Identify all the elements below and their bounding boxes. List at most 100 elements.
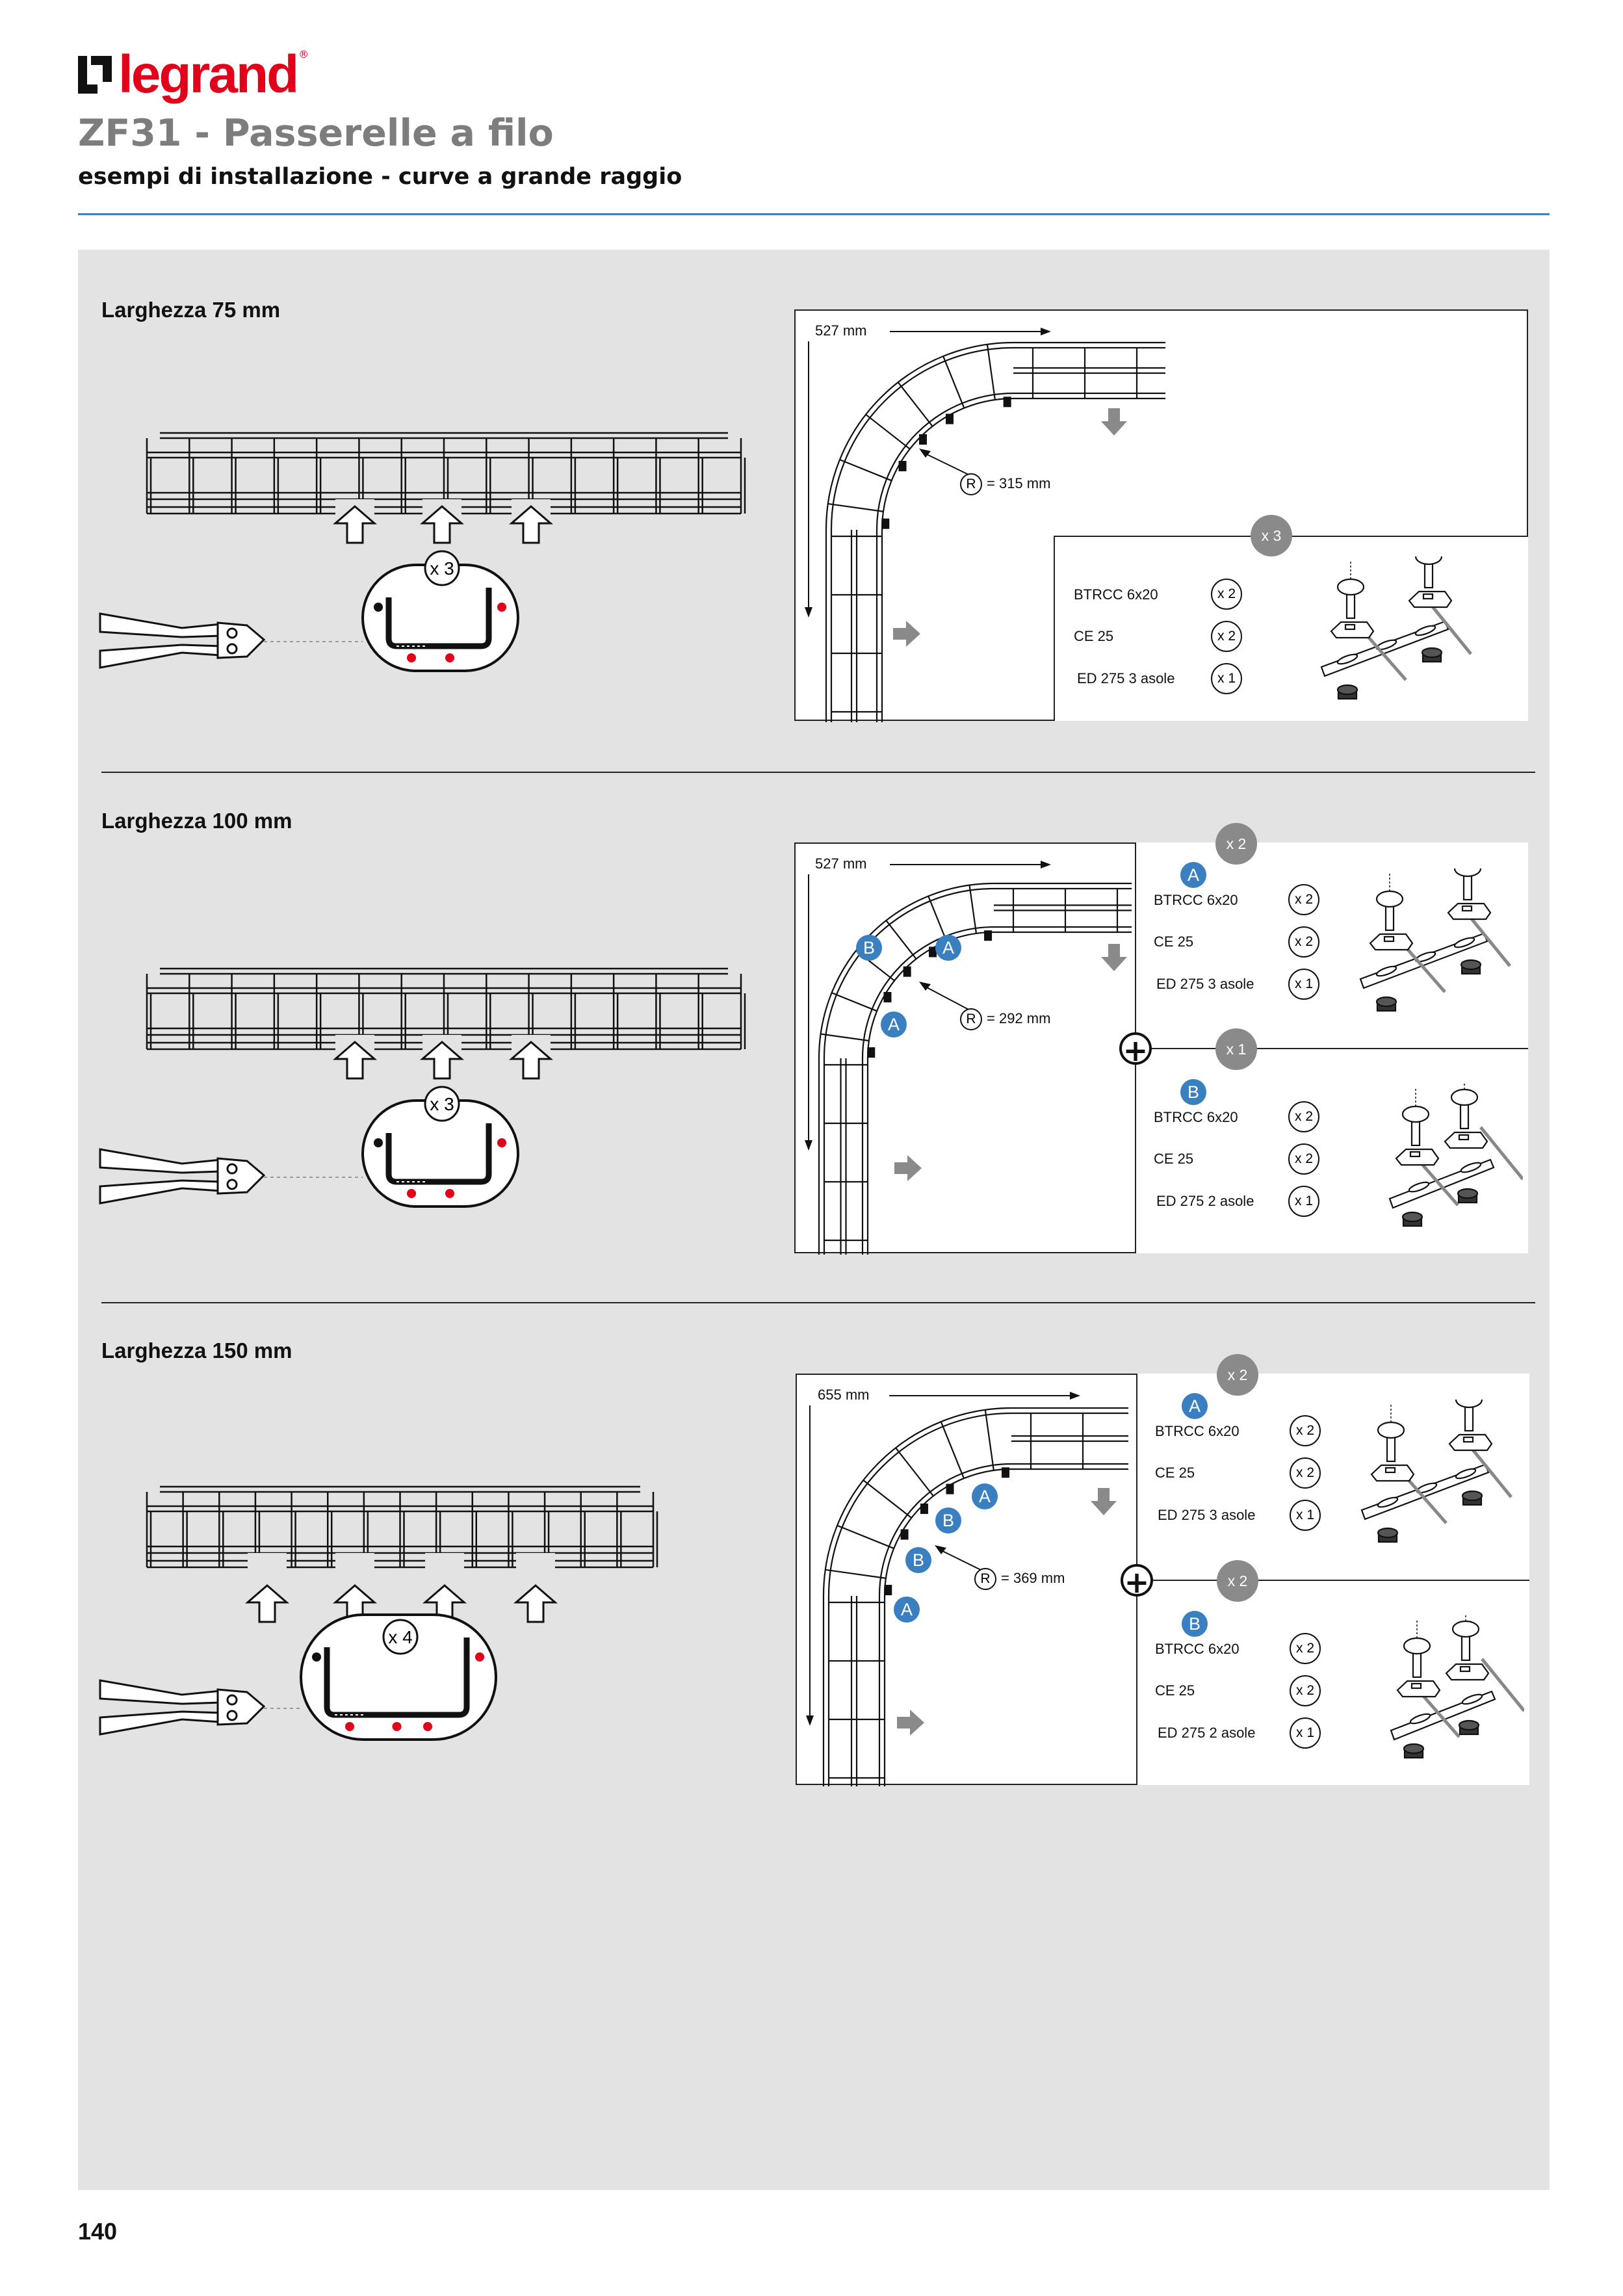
wire-tray-illustration [146,967,746,1054]
part-qty: x 2 [1211,621,1242,652]
section-heading: Larghezza 75 mm [101,298,281,322]
part-qty: x 2 [1211,579,1242,610]
kit-letter: A [1180,862,1206,888]
part-qty: x 1 [1211,663,1242,694]
wire-rod [1481,1658,1524,1712]
part-name: ED 275 2 asole [1158,1725,1256,1741]
curved-wire-tray [825,341,1165,722]
joint-clamp-icon [867,1047,876,1058]
push-arrow-icon [513,1584,558,1623]
parts-kit-a: A BTRCC 6x20 CE 25 ED 275 3 asole x 2 x … [1136,1374,1529,1581]
part-qty: x 1 [1288,969,1319,1000]
bolt-head-icon [1336,578,1365,596]
hardware-parts [1359,868,1511,1012]
cut-count-label: x 4 [388,1627,412,1647]
bolt-head-icon [1451,1620,1480,1638]
logo-wordmark: legrand [118,45,299,104]
bolt-head-icon [1455,1400,1483,1409]
arrowhead-icon [1041,328,1051,335]
radius-symbol: R [974,1568,996,1590]
part-name: ED 275 3 asole [1158,1507,1256,1523]
hardware-parts [1360,1400,1513,1543]
bolt-head-icon [1414,556,1443,566]
joint-label-b: B [856,935,882,961]
joint-clamp-icon [900,1529,909,1540]
parts-kit-b: B BTRCC 6x20 CE 25 ED 275 2 asole x 2 x … [1135,1048,1528,1253]
push-arrow-icon [332,1041,378,1080]
bolt-head-icon [1450,1088,1479,1106]
joint-label-a: A [972,1483,998,1509]
wire-end-dot [374,603,383,612]
hardware-exploded-icon [1320,556,1472,700]
right-arrow-icon [897,1710,924,1736]
radius-label: = 292 mm [987,1010,1051,1026]
joint-label-a: A [935,935,961,961]
hardware-2-slot-icon [1390,1613,1524,1759]
length-label: 655 mm [818,1387,870,1403]
part-qty: x 2 [1290,1457,1321,1489]
joint-clamp-icon [918,434,927,445]
wire-end-dot [312,1652,321,1662]
wire-rod [1468,1444,1513,1498]
part-qty: x 1 [1288,1186,1319,1217]
length-label: 527 mm [815,322,867,339]
bolt-head-icon [1401,1105,1430,1123]
curve-installation-diagram: 527 mm R = 315 mm BTRCC 6x20 CE 25 ED 27… [794,309,1528,722]
part-name: CE 25 [1154,933,1194,950]
part-name: BTRCC 6x20 [1155,1423,1240,1439]
part-name: BTRCC 6x20 [1155,1641,1240,1657]
wire-rod [1466,913,1511,967]
part-name: BTRCC 6x20 [1074,586,1158,603]
part-qty: x 2 [1288,1101,1319,1132]
curve-installation-diagram: 527 mm R = 292 mm B A A A BTRCC 6x20 CE … [794,823,1528,1255]
joint-clamp-icon [929,946,937,958]
part-name: ED 275 3 asole [1077,670,1175,686]
cut-point-dot [407,1189,416,1198]
bolt-head-icon [1403,1637,1431,1655]
joint-clamp-icon [946,1483,954,1494]
arrowhead-icon [805,607,812,618]
cut-count-label: x 3 [430,1094,454,1114]
radius-leader-line [925,453,972,476]
logo-mark-icon [78,56,112,94]
wire-detail-oval [300,1613,497,1741]
cut-point-dot [423,1722,432,1731]
push-arrow-icon [508,1041,554,1080]
hardware-3-slot-icon [1359,868,1511,1012]
hardware-2-slot-icon [1388,1082,1523,1227]
joint-clamp-icon [984,930,993,941]
wire-rod [1479,1126,1523,1181]
arrowhead-icon [805,1140,812,1151]
hardware-parts [1388,1082,1523,1227]
cut-point-dot [497,1138,506,1147]
part-qty: x 2 [1290,1675,1321,1706]
push-arrow-icon [332,505,378,544]
joint-clamp-icon [898,461,907,471]
bolt-cutter-icon [99,1148,266,1205]
joint-clamp-icon [920,1503,928,1514]
bolt-head-icon [1375,890,1404,908]
arrowhead-icon [1041,861,1051,868]
part-name: CE 25 [1154,1151,1194,1167]
kit-multiplier-badge: x 2 [1215,823,1257,865]
joint-clamp-icon [881,518,890,529]
bolt-cutter-icon [99,1679,266,1736]
push-arrow-icon [244,1584,290,1623]
hardware-3-slot-icon [1360,1400,1513,1543]
cut-point-dot [407,653,416,662]
joint-label-b: B [935,1507,961,1533]
part-name: CE 25 [1155,1465,1195,1481]
wire-tray-illustration [146,432,746,519]
cutting-illustration: x 4 [99,1485,658,1741]
cut-point-dot [497,603,506,612]
parts-kit-a: A BTRCC 6x20 CE 25 ED 275 3 asole x 2 x … [1135,842,1528,1049]
kit-letter: A [1182,1393,1208,1419]
section-heading: Larghezza 150 mm [101,1338,292,1363]
part-qty: x 1 [1290,1717,1321,1749]
part-qty: x 2 [1288,1143,1319,1175]
section-divider [101,772,1535,773]
part-qty: x 2 [1288,926,1319,958]
cut-count-badge [382,1619,419,1655]
legrand-logo: legrand® [78,46,309,104]
radius-leader-line [925,986,972,1011]
